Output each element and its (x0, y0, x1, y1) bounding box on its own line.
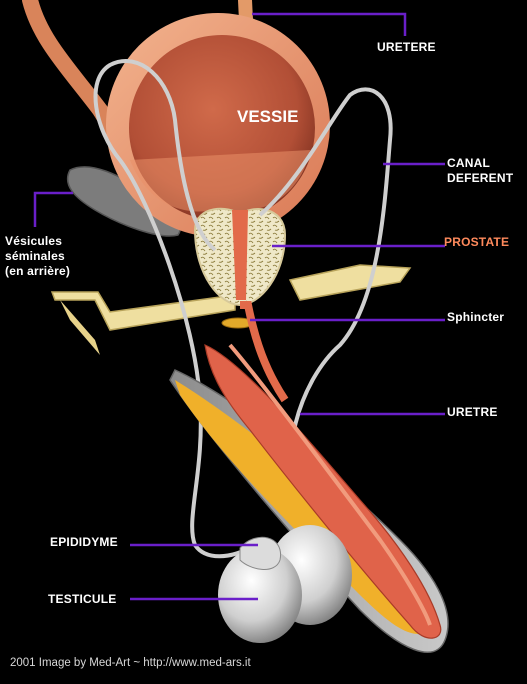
label-uretere: URETERE (377, 40, 436, 54)
label-epididyme: EPIDIDYME (50, 535, 118, 549)
bladder (106, 13, 330, 237)
penis (169, 301, 449, 653)
leader-uretere (252, 12, 407, 36)
testicles (218, 525, 352, 643)
image-credit: 2001 Image by Med-Art ~ http://www.med-a… (10, 657, 251, 669)
leader-vesicules (33, 191, 73, 227)
prostate (193, 207, 287, 307)
ductus-deferens (93, 59, 257, 559)
label-prostate: PROSTATE (444, 235, 510, 249)
label-sphincter: Sphincter (447, 310, 505, 324)
epididymis (239, 536, 281, 570)
label-testicule: TESTICULE (48, 592, 117, 606)
drawing (22, 0, 449, 653)
label-vesicules-seminales: Vésicules séminales (en arrière) (5, 234, 71, 278)
bladder-title: VESSIE (237, 107, 299, 126)
label-canal-deferent: CANAL DEFERENT (447, 156, 514, 185)
label-uretre: URETRE (447, 405, 498, 419)
leader-lines (33, 12, 445, 601)
